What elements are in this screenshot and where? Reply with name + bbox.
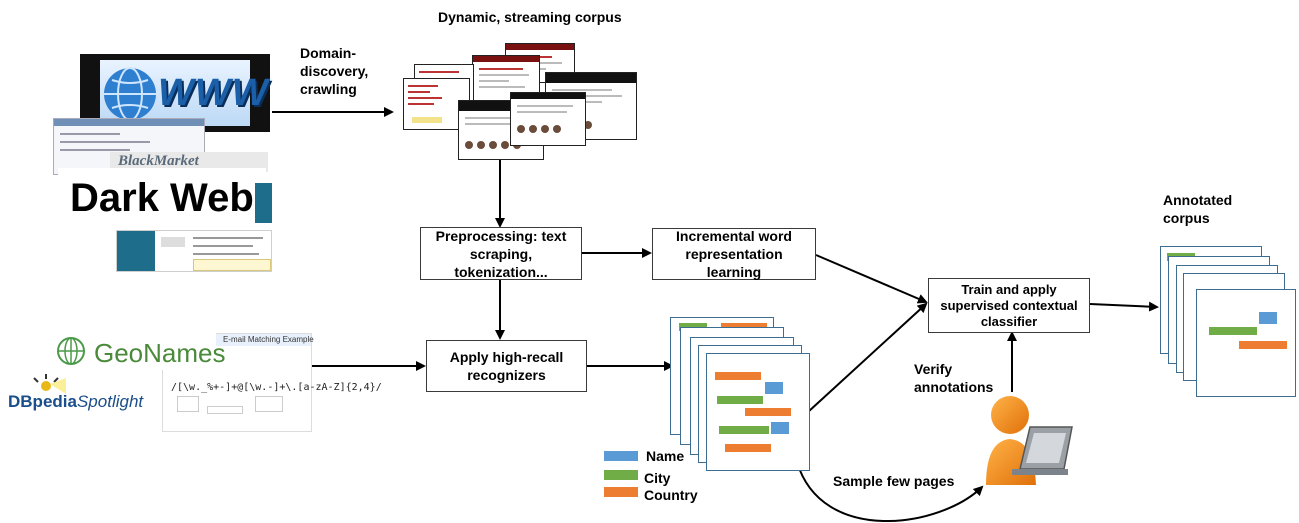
wordrep-text: Incremental word representation learning: [676, 228, 792, 280]
spotlight-word: Spotlight: [76, 392, 144, 411]
dbpedia-spotlight-logo: DBpediaSpotlight: [6, 372, 166, 416]
arrow-wordrep-classifier: [815, 254, 928, 304]
blackmarket-strip: BlackMarket: [110, 152, 268, 172]
arrow-pages-classifier: [807, 302, 928, 413]
classifier-box: Train and apply supervised contextual cl…: [928, 278, 1090, 333]
globe-icon: [104, 67, 156, 121]
darkweb-text: Dark Web: [70, 176, 254, 220]
wordrep-box: Incremental word representation learning: [652, 228, 816, 280]
legend-label-name: Name: [646, 448, 685, 464]
legend-swatch-city: [604, 470, 638, 480]
market-listing: [116, 230, 272, 272]
legend-label-city: City: [644, 470, 671, 486]
geonames-logo: GeoNames: [54, 332, 226, 370]
legend-swatch-name: [604, 451, 638, 461]
legend-swatch-country: [604, 487, 638, 497]
darkweb-panel: Dark Web: [58, 168, 266, 230]
annotated-corpus-label: Annotated corpus: [1163, 192, 1233, 226]
geonames-text: GeoNames: [94, 338, 226, 368]
email-example-title: E-mail Matching Example: [223, 335, 314, 344]
corpus-page: [510, 92, 586, 146]
person-with-laptop-icon: [986, 396, 1073, 485]
legend-label-country: Country: [644, 487, 698, 503]
preprocess-box: Preprocessing: text scraping, tokenizati…: [420, 227, 582, 280]
classifier-text: Train and apply supervised contextual cl…: [940, 281, 1078, 329]
www-text: WWW: [158, 72, 269, 114]
regex-text: /[\w._%+-]+@[\w.-]+\.[a-zA-Z]{2,4}/: [171, 382, 382, 393]
blackmarket-text: BlackMarket: [118, 153, 199, 169]
arrow-classifier-output: [1089, 301, 1159, 312]
preprocess-text: Preprocessing: text scraping, tokenizati…: [435, 227, 567, 280]
spotlight-icon: [33, 374, 66, 394]
geonames-globe-icon: [57, 337, 85, 365]
annotated-page-front: [706, 353, 810, 471]
recognizers-box: Apply high-recall recognizers: [426, 340, 587, 392]
sample-label: Sample few pages: [833, 473, 955, 489]
dbpedia-text: DBpediaSpotlight: [8, 392, 143, 412]
darkweb-side-bar: [255, 183, 272, 223]
output-page-front: [1196, 289, 1296, 397]
verify-label: Verify annotations: [914, 361, 994, 395]
recognizers-text: Apply high-recall recognizers: [449, 349, 564, 383]
dbpedia-word: DBpedia: [8, 392, 77, 411]
arrow-sample-pages: [796, 461, 984, 523]
corpus-page: [458, 100, 544, 160]
crawl-label: Domain- discovery, crawling: [300, 45, 369, 97]
corpus-title: Dynamic, streaming corpus: [438, 9, 622, 25]
